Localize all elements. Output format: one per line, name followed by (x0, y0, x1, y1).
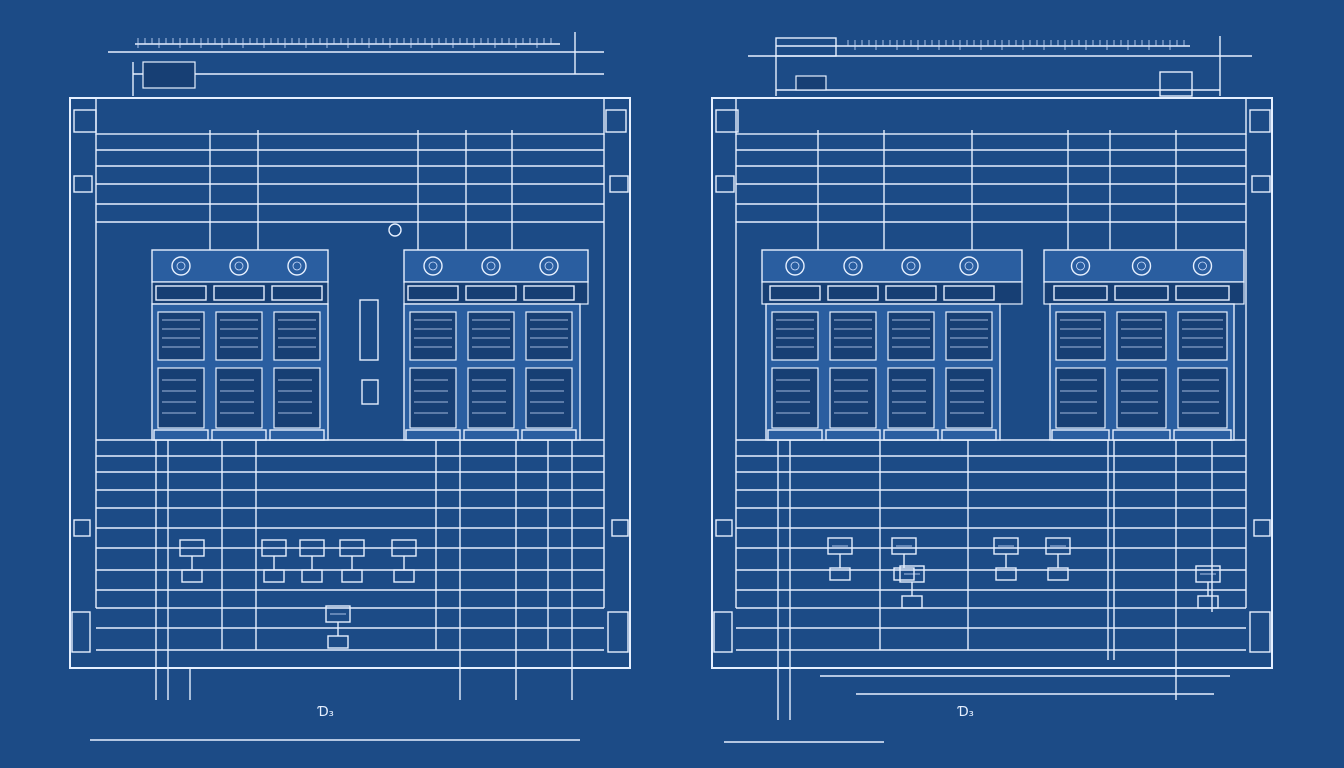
left-breaker-group-1 (151, 249, 329, 441)
left-lower-components (179, 539, 417, 649)
right-feeders (724, 130, 1230, 743)
right-grid-lines (736, 149, 1246, 651)
left-panel: Ɗ₃ (69, 32, 631, 741)
left-breaker-group-2 (403, 249, 589, 441)
right-breaker-group-2 (1043, 249, 1245, 441)
left-feeders (90, 130, 580, 741)
left-panel-label: Ɗ₃ (317, 705, 334, 720)
right-lower-components (827, 537, 1221, 609)
left-header-ruler (108, 32, 604, 96)
right-breaker-group-1 (761, 249, 1023, 441)
right-panel: Ɗ₃ (711, 36, 1273, 743)
right-panel-label: Ɗ₃ (957, 705, 974, 720)
right-header-ruler (748, 36, 1252, 97)
